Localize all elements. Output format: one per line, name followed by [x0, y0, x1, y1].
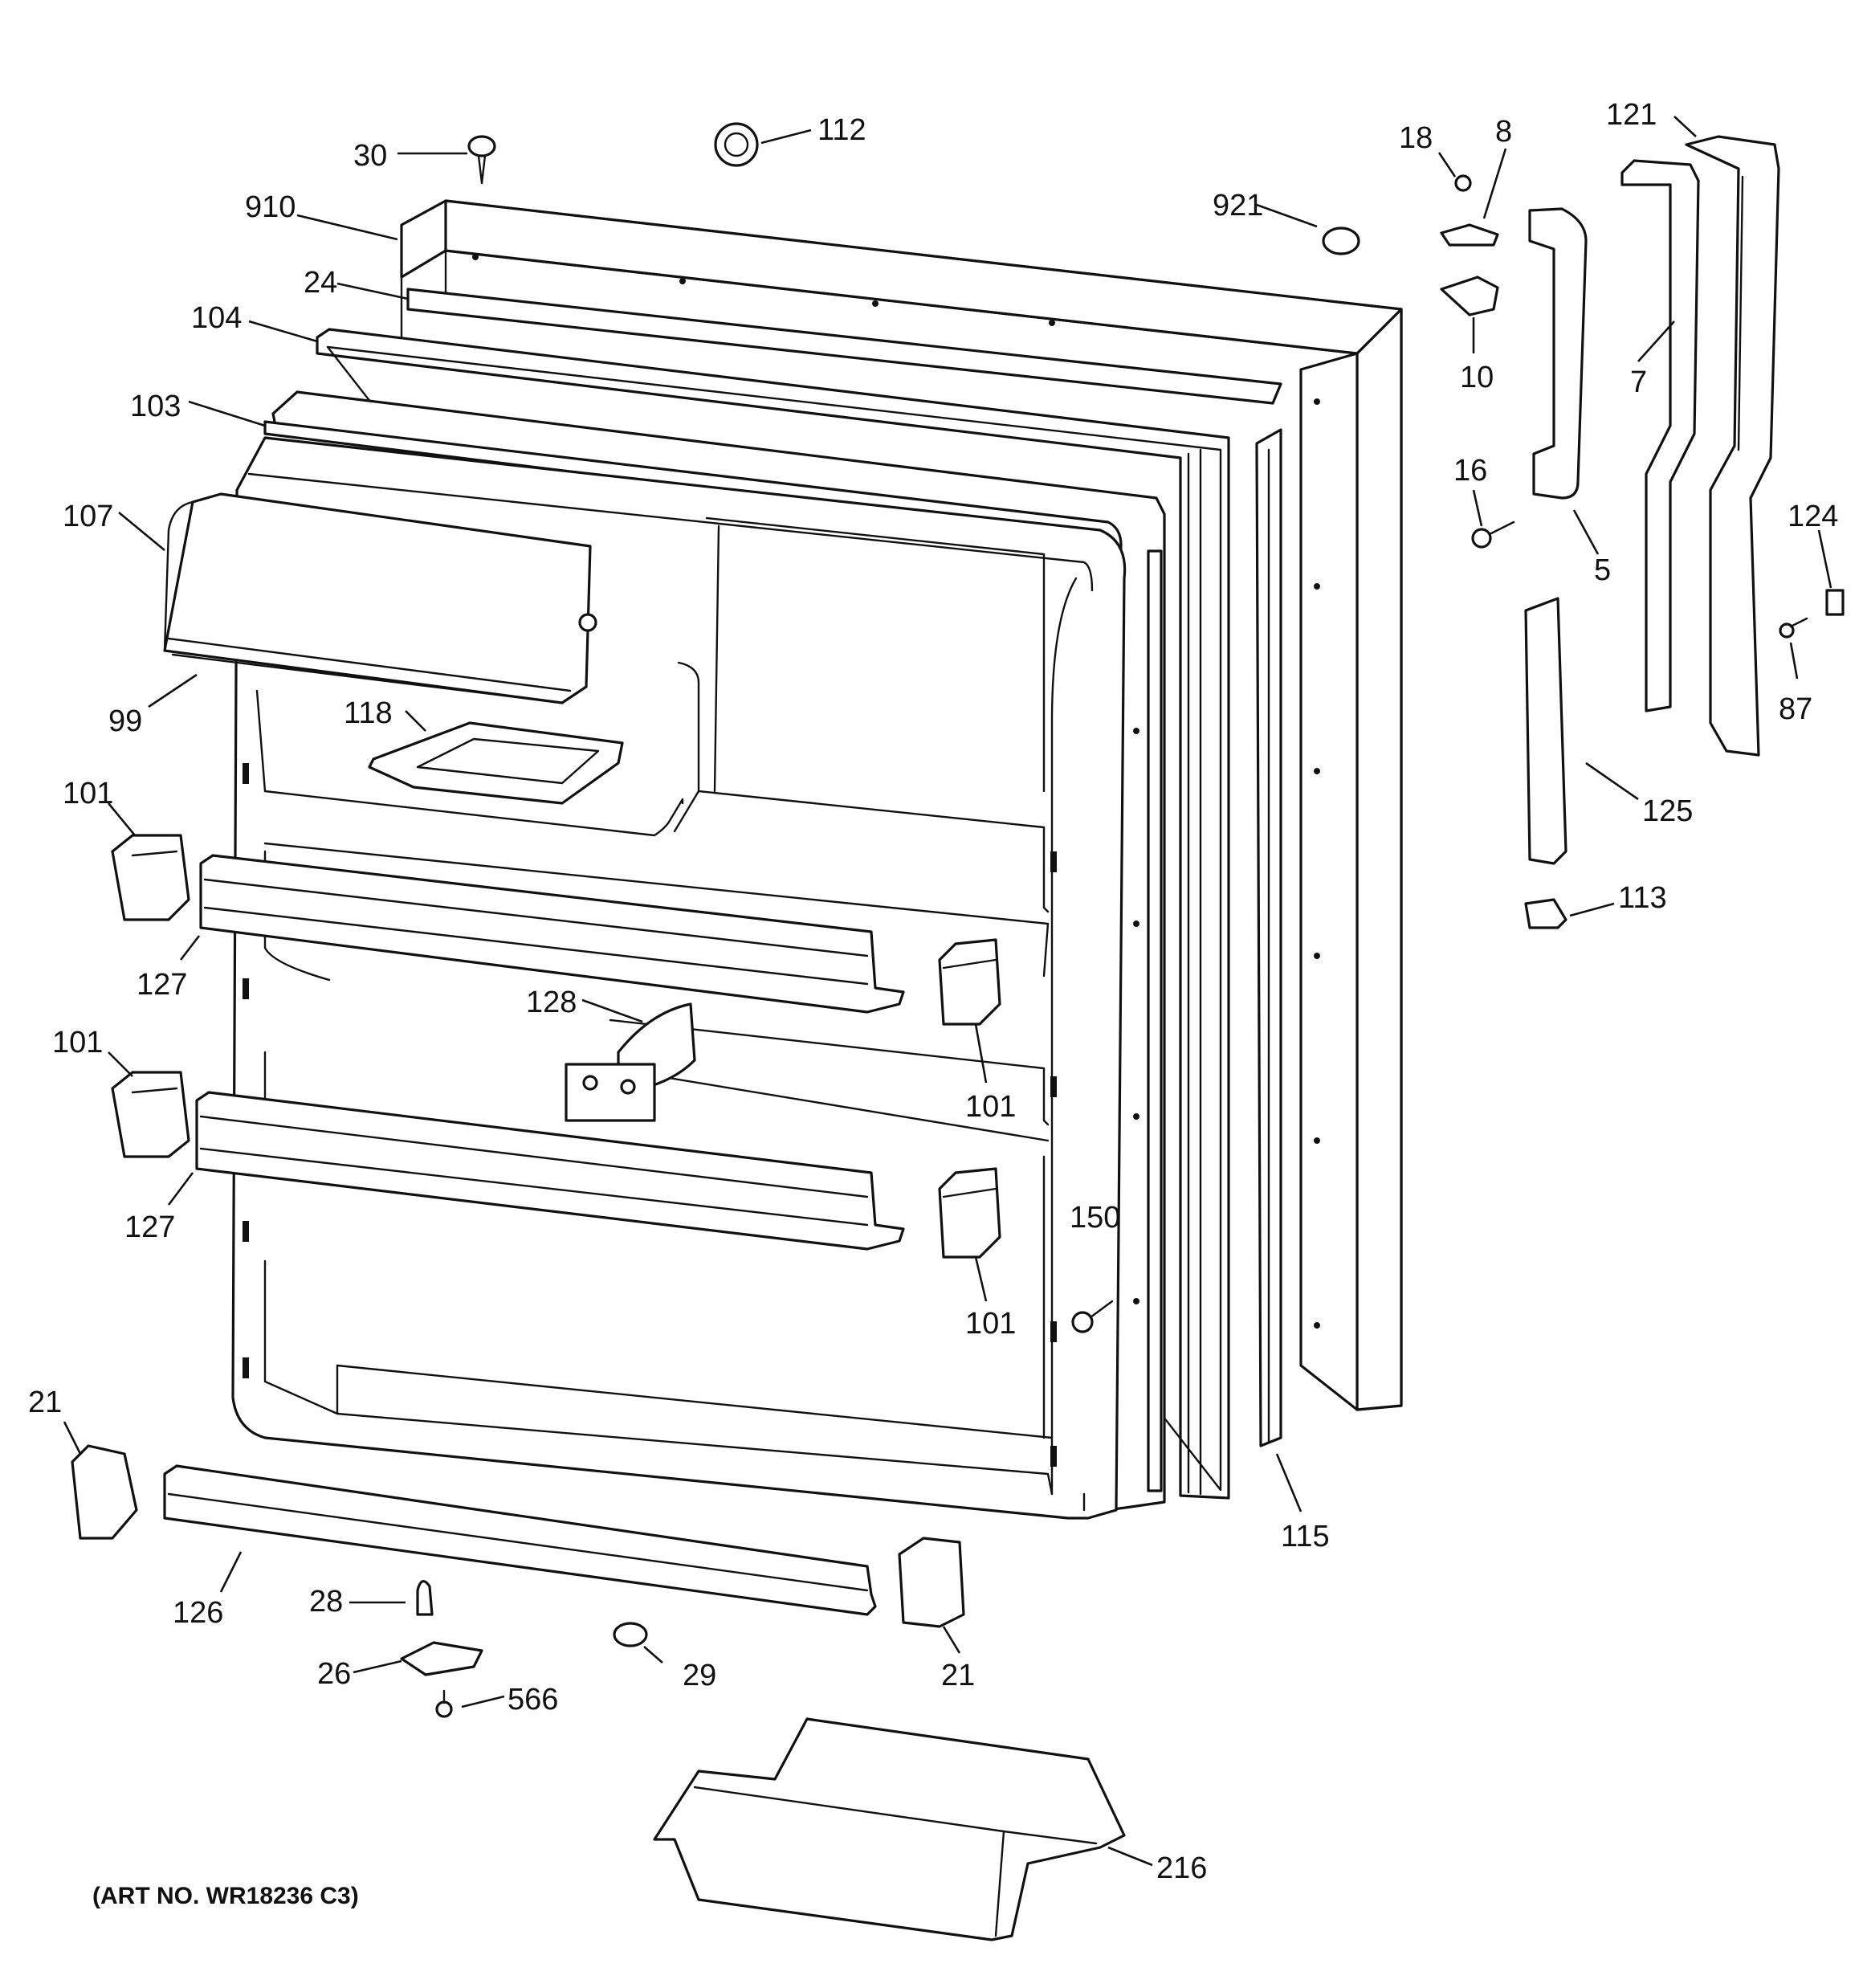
door-gasket — [316, 328, 1230, 1500]
pin-28 — [416, 1580, 434, 1616]
callout-8: 8 — [1495, 115, 1512, 149]
plate-26 — [400, 1641, 483, 1676]
callout-125: 125 — [1642, 794, 1693, 828]
callout-113: 113 — [1618, 881, 1667, 915]
callout-101-c: 101 — [965, 1090, 1016, 1124]
callout-104: 104 — [191, 301, 242, 335]
art-number: (ART NO. WR18236 C3) — [92, 1883, 359, 1909]
breaker-strip — [1255, 428, 1282, 1447]
callout-87: 87 — [1779, 692, 1812, 726]
cap-113 — [1524, 898, 1567, 929]
callout-127-a: 127 — [137, 968, 187, 1002]
leader-lines — [63, 116, 1832, 1867]
egg-tray — [368, 721, 624, 805]
callout-7: 7 — [1630, 365, 1647, 399]
screw-150 — [1071, 1300, 1114, 1333]
callout-124: 124 — [1788, 500, 1838, 533]
callout-115: 115 — [1281, 1520, 1330, 1553]
callout-101-d: 101 — [965, 1307, 1016, 1341]
callout-29: 29 — [683, 1659, 716, 1692]
door-bin — [653, 1717, 1126, 1941]
callout-150: 150 — [1070, 1201, 1120, 1235]
callout-5: 5 — [1594, 553, 1611, 587]
callout-127-b: 127 — [124, 1210, 175, 1244]
door-outer-panel — [400, 199, 1403, 1411]
screw-16 — [1471, 520, 1515, 549]
callout-103: 103 — [130, 390, 181, 423]
callout-566: 566 — [508, 1683, 558, 1717]
callout-126: 126 — [173, 1596, 223, 1630]
callout-128: 128 — [526, 986, 577, 1019]
plug-921 — [1322, 227, 1360, 255]
dairy-compartment-door — [163, 492, 597, 704]
plug-29 — [613, 1622, 648, 1647]
callout-labels: 30 112 910 24 104 103 107 99 118 101 127… — [28, 98, 1838, 1885]
door-handle-7 — [1620, 159, 1700, 712]
callout-21-a: 21 — [28, 1386, 62, 1419]
screw-18 — [1454, 174, 1472, 192]
door-top-strip — [406, 288, 1282, 405]
callout-30: 30 — [353, 139, 387, 173]
callout-101-b: 101 — [52, 1026, 103, 1059]
plug-112 — [714, 122, 759, 167]
callout-101-a: 101 — [63, 777, 113, 810]
shelf-support-left-upper — [111, 834, 190, 921]
clip-124 — [1825, 589, 1845, 616]
screw-566 — [435, 1689, 453, 1718]
callout-28: 28 — [309, 1585, 343, 1619]
hinge-cap-right — [898, 1537, 965, 1628]
bracket-8 — [1440, 223, 1499, 247]
callout-121: 121 — [1606, 98, 1657, 132]
callout-118: 118 — [344, 696, 393, 730]
callout-112: 112 — [817, 113, 866, 147]
shelf-support-left-lower — [111, 1071, 190, 1158]
callout-99: 99 — [108, 704, 142, 738]
callout-26: 26 — [317, 1657, 351, 1691]
callout-921: 921 — [1213, 189, 1263, 222]
shelf-support-right-lower — [938, 1167, 1001, 1259]
shelf-divider — [565, 1002, 696, 1122]
callout-21-b: 21 — [941, 1659, 975, 1692]
callout-16: 16 — [1453, 454, 1487, 488]
screw-30 — [467, 135, 496, 185]
callout-107: 107 — [63, 500, 113, 533]
callout-910: 910 — [245, 190, 296, 224]
handle-bracket-5 — [1528, 207, 1588, 500]
callout-18: 18 — [1399, 121, 1433, 155]
shelf-support-right-upper — [938, 938, 1001, 1026]
callout-10: 10 — [1460, 361, 1494, 394]
trim-125 — [1524, 597, 1567, 865]
door-shelf-lower — [195, 1091, 905, 1251]
door-shelf-upper — [199, 854, 905, 1014]
callout-24: 24 — [304, 266, 337, 300]
clip-10 — [1440, 276, 1499, 316]
callout-216: 216 — [1156, 1851, 1207, 1885]
door-shelf-bottom — [163, 1464, 877, 1616]
screw-87 — [1779, 617, 1808, 639]
hinge-cap-left — [71, 1444, 138, 1540]
door-handle-121 — [1685, 135, 1780, 757]
